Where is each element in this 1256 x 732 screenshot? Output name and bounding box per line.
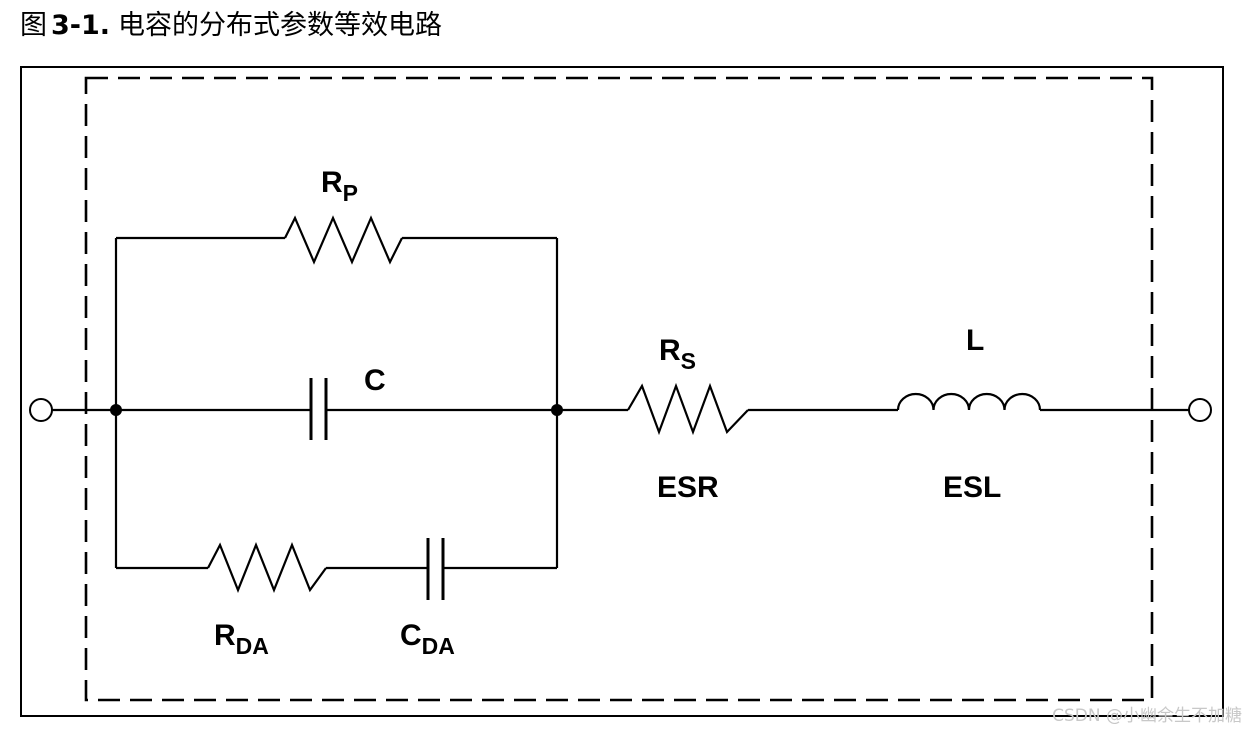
figure-caption: 电容的分布式参数等效电路 [118,10,443,41]
figure-prefix: 图 [20,10,47,41]
junction-left [110,404,122,416]
label-cda: CDA [400,619,455,659]
label-rda: RDA [214,619,269,659]
label-rs: RS [659,334,696,374]
label-l: L [966,324,984,357]
watermark: CSDN @小幽余生不加糖 [1052,706,1242,726]
figure-number: 3-1. [51,10,111,41]
label-esl: ESL [943,471,1001,504]
capacitor-boundary-dashed [84,76,1154,702]
main-wires [52,236,1189,570]
label-rp: RP [321,166,358,206]
label-esr: ESR [657,471,719,504]
inductor-l [896,392,1042,411]
resistor-rp [284,215,403,265]
junction-right [551,404,563,416]
resistor-rs [627,382,749,436]
label-c: C [364,364,386,397]
figure-frame [20,66,1224,717]
resistor-rda [207,542,327,593]
capacitor-cda [426,538,445,600]
left-terminal [29,398,53,422]
capacitor-c [309,378,328,440]
right-terminal [1188,398,1212,422]
